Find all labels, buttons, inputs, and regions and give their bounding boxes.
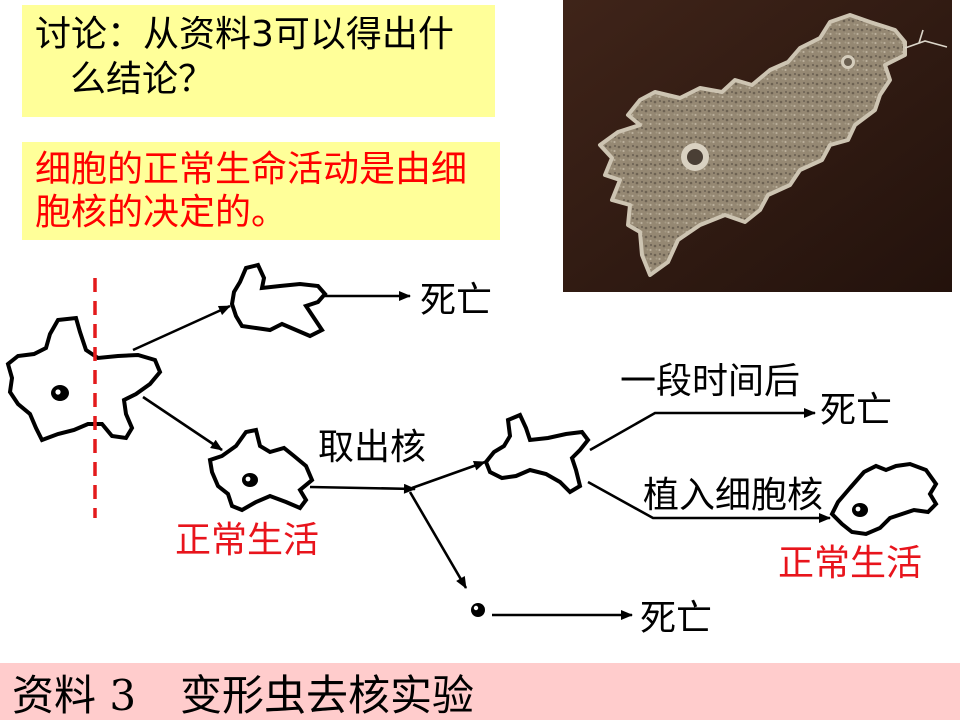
amoeba-photo	[563, 0, 952, 292]
nucleus-original	[51, 385, 69, 401]
discussion-line-2: 么结论？	[70, 59, 215, 100]
label-after-time: 一段时间后	[620, 361, 801, 402]
photo-nucleus	[681, 143, 709, 171]
arrow-after-time-death	[589, 408, 816, 452]
arrow-implant-nucleus	[587, 480, 831, 523]
conclusion-line-1: 细胞的正常生命活动是由细	[35, 149, 468, 190]
arrow-to-nucleate-half	[142, 395, 223, 452]
nucleus-nucleate-half	[242, 473, 258, 487]
arrow-to-removed-nucleus	[408, 491, 468, 589]
label-death-right: 死亡	[820, 390, 893, 431]
amoeba-nucleate-half	[207, 427, 315, 513]
arrow-to-anucleate-half	[132, 304, 231, 352]
amoeba-enucleated	[483, 412, 591, 495]
conclusion-line-2: 胞核的决定的。	[35, 192, 288, 233]
amoeba-body	[598, 13, 907, 277]
footer-title: 变形虫去核实验	[180, 671, 475, 720]
arrow-to-enucleated	[411, 460, 486, 490]
nucleus-renucleated	[852, 503, 868, 517]
discussion-line-1: 讨论：从资料3可以得出什	[35, 14, 454, 55]
label-remove-nucleus: 取出核	[318, 427, 427, 468]
label-implant-nucleus: 植入细胞核	[643, 475, 824, 516]
amoeba-original	[5, 315, 163, 443]
footer-bar: 资料 3 变形虫去核实验	[0, 663, 960, 720]
photo-filament	[904, 29, 948, 49]
footer-material-number: 资料 3	[12, 671, 137, 720]
label-normal-life-left: 正常生活	[175, 520, 320, 561]
amoeba-anucleate-half	[229, 262, 328, 339]
label-death-bottom: 死亡	[640, 598, 713, 639]
nucleus-removed	[471, 603, 485, 617]
discussion-box: 讨论：从资料3可以得出什 么结论？	[22, 5, 495, 117]
arrow-remove-nucleus	[309, 483, 416, 494]
photo-vacuole	[841, 55, 855, 69]
conclusion-box: 细胞的正常生命活动是由细 胞核的决定的。	[22, 142, 500, 240]
label-death-top: 死亡	[420, 280, 493, 321]
label-normal-life-right: 正常生活	[778, 543, 923, 584]
amoeba-renucleated	[829, 461, 939, 537]
